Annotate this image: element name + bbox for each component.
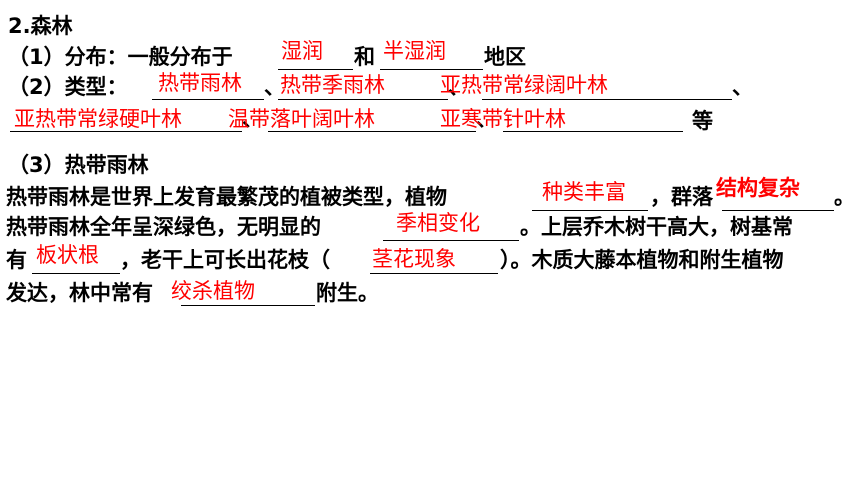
q1-suffix: 地区	[484, 45, 526, 69]
q2-answer-deciduous-broadleaf: 温带落叶阔叶林	[228, 107, 375, 131]
q2-answer-sclerophyll: 亚热带常绿硬叶林	[14, 107, 182, 131]
q2-sep-5: 、	[476, 107, 497, 131]
q3-blank-flower	[370, 273, 498, 274]
q2-blank-4	[10, 131, 242, 132]
q3-heading: （3）热带雨林	[8, 153, 149, 177]
q3-answer-flower: 茎花现象	[372, 247, 456, 271]
q2-sep-2: 、	[448, 75, 469, 99]
q2-sep-3: 、	[732, 75, 753, 99]
q3-blank-root	[32, 273, 120, 274]
q2-blank-5	[268, 131, 476, 132]
q2-answer-taiga: 亚寒带针叶林	[440, 107, 566, 131]
q3-line3-a: 有	[6, 248, 27, 272]
q2-end: 等	[692, 109, 713, 133]
q3-line4-b: 附生。	[316, 281, 379, 305]
q3-answer-root: 板状根	[36, 243, 99, 267]
q2-blank-3	[482, 99, 732, 100]
q3-line3-b: ，老干上可长出花枝（	[120, 248, 330, 272]
q3-line4-a: 发达，林中常有	[6, 281, 153, 305]
q3-blank-plant	[181, 305, 315, 306]
q2-sep-4: 、	[242, 107, 263, 131]
q3-line2-b: 。上层乔木树干高大，树基常	[520, 215, 793, 239]
q3-blank-season	[383, 240, 519, 241]
q3-answer-plant: 绞杀植物	[171, 279, 255, 303]
section-title: 2.森林	[8, 14, 73, 38]
q3-answer-season: 季相变化	[396, 211, 480, 235]
q3-line3-c: ）。木质大藤本植物和附生植物	[500, 248, 784, 272]
q3-answer-structure: 结构复杂	[716, 176, 800, 200]
q1-mid: 和	[354, 45, 375, 69]
q2-answer-monsoon-forest: 热带季雨林	[280, 73, 385, 97]
q1-answer-humid: 湿润	[281, 39, 323, 63]
q3-blank-species	[532, 210, 648, 211]
q3-line1-c: 。	[834, 185, 855, 209]
q2-sep-1: 、	[264, 75, 285, 99]
q1-blank-2	[380, 69, 483, 70]
q3-answer-species: 种类丰富	[542, 180, 626, 204]
q2-answer-rainforest: 热带雨林	[158, 71, 242, 95]
q2-prefix: （2）类型：	[8, 75, 128, 99]
q2-blank-1	[152, 99, 264, 100]
q2-blank-6	[503, 131, 683, 132]
q3-line1-b: ，群落	[650, 185, 713, 209]
q3-line2-a: 热带雨林全年呈深绿色，无明显的	[6, 215, 321, 239]
q2-answer-evergreen-broadleaf: 亚热带常绿阔叶林	[440, 73, 608, 97]
q1-blank-1	[278, 69, 353, 70]
q3-blank-structure	[722, 210, 834, 211]
q1-prefix: （1）分布：一般分布于	[8, 45, 233, 69]
q3-line1-a: 热带雨林是世界上发育最繁茂的植被类型，植物	[6, 185, 447, 209]
q2-blank-2	[278, 99, 448, 100]
q1-answer-semihumid: 半湿润	[383, 39, 446, 63]
